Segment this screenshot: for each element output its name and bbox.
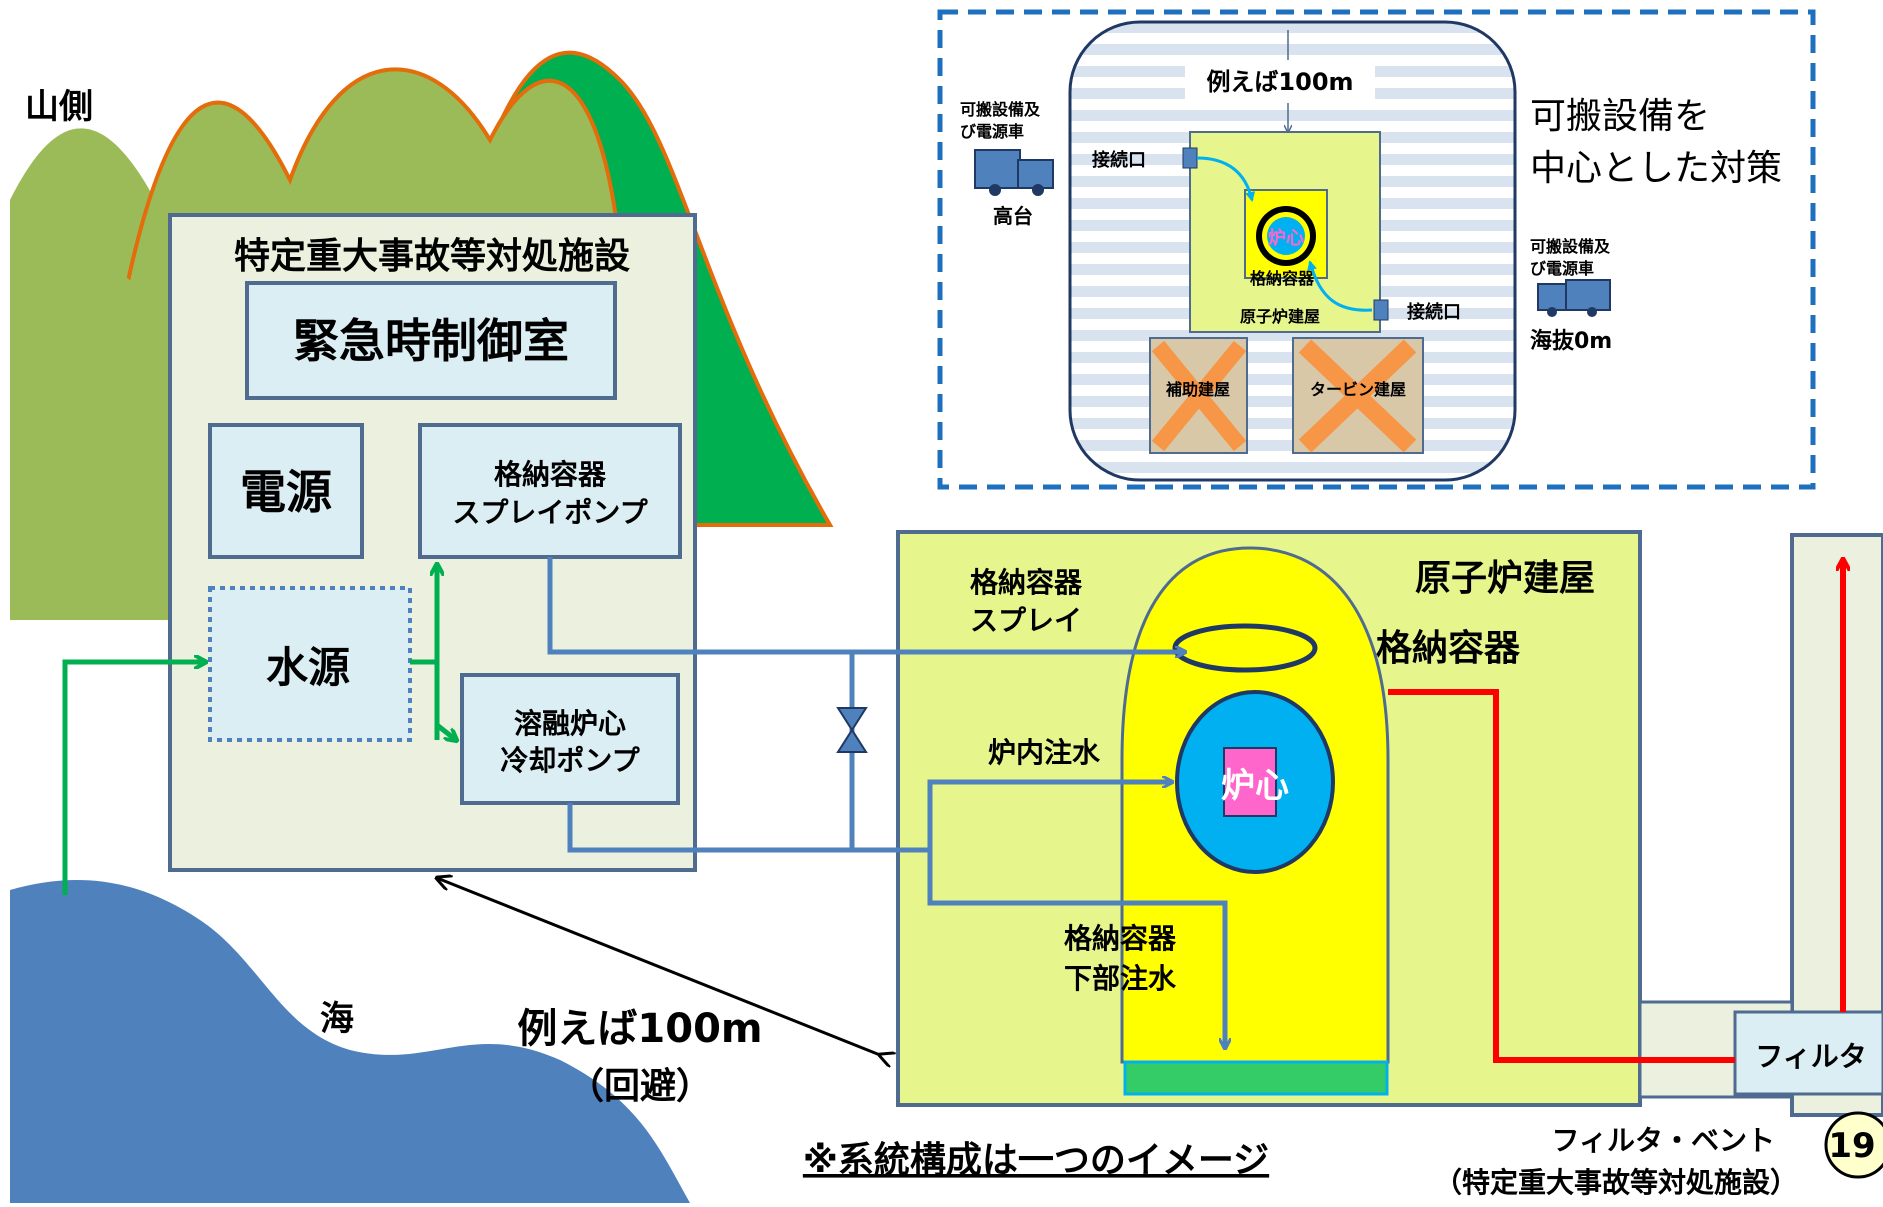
inset-auxiliary-building-label: 補助建屋 (1165, 380, 1230, 399)
water-source-box (208, 586, 412, 742)
core-pump-label-1: 溶融炉心 (514, 707, 626, 740)
truck-icon-left (974, 149, 1054, 196)
truck-icon-right (1537, 279, 1611, 317)
facility-title: 特定重大事故等対処施設 (234, 236, 630, 277)
in-core-injection-label: 炉内注水 (988, 736, 1101, 769)
core-pump-label-2: 冷却ポンプ (500, 744, 640, 777)
water-source-label: 水源 (266, 643, 350, 692)
inset-highland-label: 高台 (993, 204, 1033, 228)
inset-truck-left-label-2: び電源車 (960, 122, 1024, 141)
spray-pump-box (418, 423, 682, 559)
inset-connection-port-a: 接続口 (1092, 149, 1146, 171)
inset-core-label: 炉心 (1268, 227, 1304, 249)
filter-vent-sublabel: （特定重大事故等対処施設） (1434, 1166, 1798, 1199)
inset-sea-level-label: 海抜0m (1530, 328, 1612, 354)
inset-distance-label-bg (1185, 62, 1375, 100)
reactor-building-label: 原子炉建屋 (1415, 558, 1595, 599)
lower-injection-label-2: 下部注水 (1064, 962, 1177, 995)
inset-distance-label: 例えば100m (1206, 68, 1353, 96)
containment-floor-pool (1123, 1060, 1389, 1096)
inset-truck-left-label-1: 可搬設備及 (960, 100, 1041, 119)
distance-label: 例えば100m (517, 1006, 762, 1052)
emergency-control-room-label: 緊急時制御室 (293, 314, 569, 368)
inset-reactor-building-label: 原子炉建屋 (1240, 307, 1320, 326)
containment-vessel-label: 格納容器 (1376, 628, 1521, 669)
inset-turbine-building: タービン建屋 (1292, 337, 1424, 454)
filter-box (1733, 1010, 1883, 1096)
containment-spray-label-2: スプレイ (970, 604, 1082, 637)
core-square (1223, 747, 1277, 817)
sea-label: 海 (320, 999, 354, 1039)
system-note: ※系統構成は一つのイメージ (803, 1140, 1269, 1181)
power-label: 電源 (240, 465, 332, 519)
page-number: 19 (1828, 1126, 1875, 1166)
inset-truck-right-label-1: 可搬設備及 (1530, 237, 1611, 256)
inset-flow-arrow-b (1307, 260, 1373, 312)
red-vent-line (1388, 560, 1843, 1063)
mountain-front-left (10, 261, 170, 620)
containment-spray-label-1: 格納容器 (970, 566, 1083, 599)
filter-vent-label: フィルタ・ベント (1552, 1124, 1775, 1157)
power-box (208, 423, 364, 559)
filter-label: フィルタ (1755, 1040, 1866, 1073)
lower-injection-label-1: 格納容器 (1064, 922, 1177, 955)
inset-connection-port-b-marker (1373, 299, 1389, 321)
inset-turbine-building-label: タービン建屋 (1310, 380, 1406, 399)
distance-note: （回避） (568, 1066, 712, 1107)
mountain-side-label: 山側 (25, 87, 93, 127)
page-number-circle (1824, 1111, 1883, 1179)
inset-containment-label: 格納容器 (1250, 269, 1315, 288)
sea-shape (10, 880, 690, 1203)
inset-auxiliary-building: 補助建屋 (1149, 337, 1248, 454)
spray-pump-label-2: スプレイポンプ (452, 496, 648, 529)
valve-icon (836, 707, 868, 753)
distance-arrow (437, 878, 880, 1055)
inset-truck-right-label-2: び電源車 (1530, 259, 1594, 278)
inset-flow-arrow-a (1196, 156, 1256, 202)
core-label: 炉心 (1221, 766, 1289, 806)
spray-pump-label-1: 格納容器 (494, 458, 607, 491)
inset-portable-title-1: 可搬設備を (1530, 96, 1710, 137)
inset-connection-port-b: 接続口 (1407, 301, 1461, 323)
green-water-lines (62, 565, 456, 895)
inset-connection-port-a-marker (1182, 147, 1198, 169)
emergency-control-room-box (245, 281, 617, 400)
inset-portable-title-2: 中心とした対策 (1530, 148, 1782, 189)
